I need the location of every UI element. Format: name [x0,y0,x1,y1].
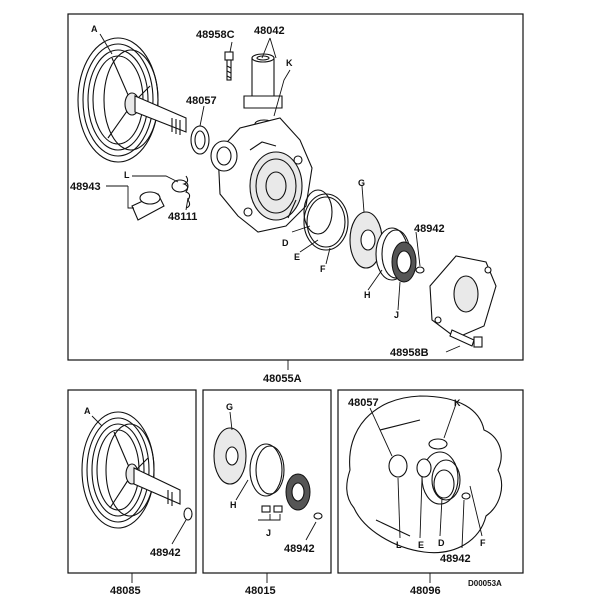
label-e: E [294,252,300,262]
kit-48096-o-ring-k [428,438,448,450]
kit-48015-label-h: H [230,500,237,510]
kit-48096-gasket-d [433,469,455,499]
label-a: A [91,24,98,34]
o-ring-l [171,179,189,193]
label-g: G [358,178,365,188]
kit-48085-label-48942: 48942 [150,547,181,559]
label-48042: 48042 [254,25,285,37]
o-ring-e [303,193,349,251]
oil-seal-48057 [190,125,210,155]
kit-48015-vanes [261,505,283,513]
kit-48096-o-ring-e [431,459,461,501]
kit-48096-seal-48057 [388,454,408,478]
label-48942: 48942 [414,223,445,235]
kit-48096-label-d: D [438,538,445,548]
kit-48015-label-g: G [226,402,233,412]
label-d: D [282,238,289,248]
caption-48015: 48015 [245,585,276,597]
kit-48096-label-l: L [396,540,402,550]
label-48958c: 48958C [196,29,235,41]
kit-48096-label-k: K [454,398,461,408]
rear-cover [429,255,497,339]
label-l: L [124,170,130,180]
caption-48085: 48085 [110,585,141,597]
label-48943: 48943 [70,181,101,193]
main-panel-frame [67,13,524,361]
kit-48096-label-48942: 48942 [440,553,471,565]
plug-48943 [131,191,165,221]
o-ring-f [306,196,346,248]
kit-48096-pump-outline [346,395,503,554]
kit-48015-side-plate-g [213,427,247,485]
kit-48085-label-a: A [84,406,91,416]
kit-48096-o-ring-l [416,458,432,478]
bolt-48958b [449,329,483,348]
label-f: F [320,264,326,274]
caption-48096: 48096 [410,585,441,597]
label-j: J [394,310,399,320]
kit-48015-label-j: J [266,528,271,538]
kit-48096-label-f: F [480,538,486,548]
kit-48085-pulley [81,411,181,529]
fitting-48042 [243,53,283,109]
kit-48015-label-48942: 48942 [284,543,315,555]
pump-body [210,117,313,233]
caption-48055a: 48055A [263,373,302,385]
bolt-48958c [224,51,234,81]
label-k: K [286,58,293,68]
label-48958b: 48958B [390,347,429,359]
kit-48015-cam-ring-j [285,473,311,511]
kit-48096-o-ring-48942 [461,492,471,500]
kit-48015-rotor-h [249,443,285,497]
kit-48085-o-ring-48942 [183,507,193,521]
kit-48096-frame [337,389,524,574]
label-48057: 48057 [186,95,217,107]
spring-48111 [182,175,191,209]
gasket-d [303,189,333,235]
kit-48015-o-ring-48942 [313,512,323,520]
pulley-a [77,37,187,163]
label-48111: 48111 [168,211,197,223]
diagram-code: D00053A [468,579,502,588]
label-h: H [364,290,371,300]
kit-48096-label-e: E [418,540,424,550]
kit-48096-label-48057: 48057 [348,397,379,409]
o-ring-48942 [415,266,425,274]
cam-ring-j [391,241,417,283]
